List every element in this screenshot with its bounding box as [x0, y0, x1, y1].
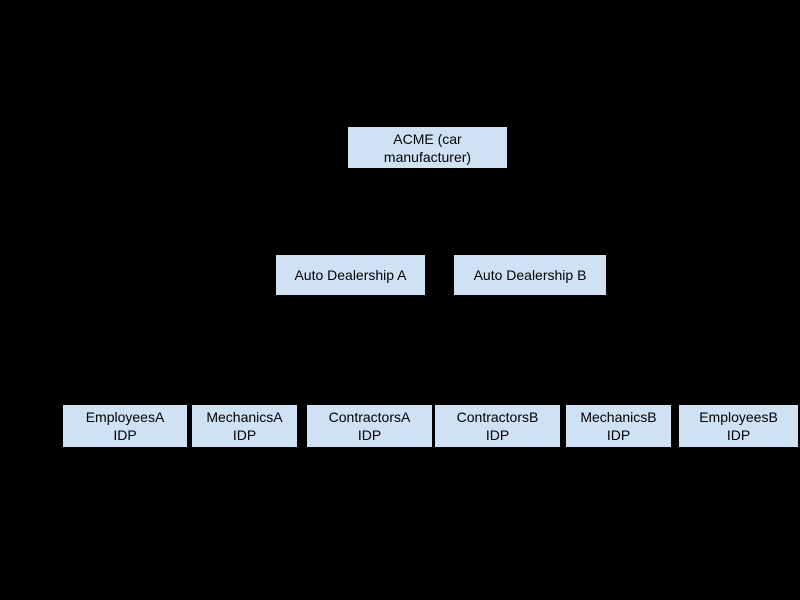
node-auto-dealership-a: Auto Dealership A — [276, 255, 425, 295]
node-acme: ACME (car manufacturer) — [348, 127, 507, 168]
node-employeesa-idp: EmployeesA IDP — [63, 405, 187, 447]
node-contractorsa-idp: ContractorsA IDP — [307, 405, 432, 447]
node-contractorsb-idp: ContractorsB IDP — [435, 405, 560, 447]
node-employeesb-idp: EmployeesB IDP — [679, 405, 798, 447]
node-mechanicsa-idp: MechanicsA IDP — [192, 405, 297, 447]
node-mechanicsb-idp: MechanicsB IDP — [566, 405, 671, 447]
node-auto-dealership-b: Auto Dealership B — [454, 255, 606, 295]
